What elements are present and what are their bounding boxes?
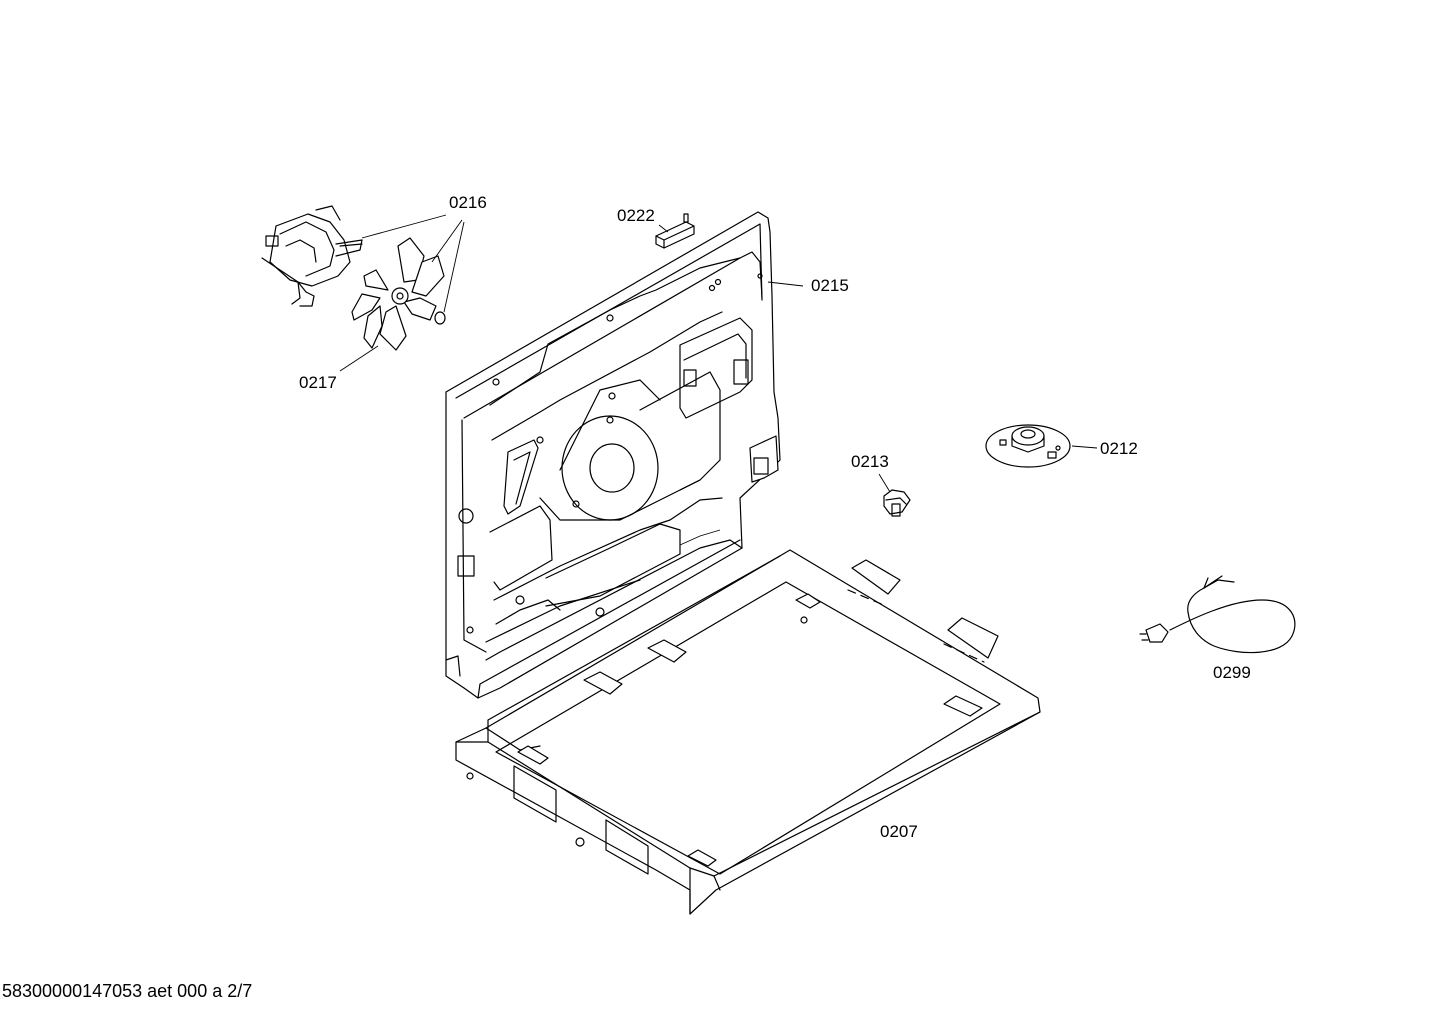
power-cord-part bbox=[1139, 575, 1296, 654]
label-0216: 0216 bbox=[449, 193, 487, 212]
label-0222: 0222 bbox=[617, 206, 655, 225]
label-0217: 0217 bbox=[299, 373, 337, 392]
label-0207: 0207 bbox=[880, 822, 918, 841]
connector-part bbox=[655, 213, 695, 249]
base-tray-part bbox=[455, 549, 1041, 915]
leader-lines bbox=[339, 214, 1098, 493]
back-panel-part bbox=[445, 211, 781, 699]
label-0212: 0212 bbox=[1100, 439, 1138, 458]
lamp-holder-part bbox=[883, 489, 911, 517]
document-code: 58300000147053 aet 000 a 2/7 bbox=[2, 981, 253, 1001]
convection-motor-part bbox=[261, 205, 363, 307]
label-0215: 0215 bbox=[811, 276, 849, 295]
element-socket-part bbox=[985, 424, 1071, 468]
label-0299: 0299 bbox=[1213, 663, 1251, 682]
label-0213: 0213 bbox=[851, 452, 889, 471]
fan-blade-part bbox=[351, 237, 446, 351]
